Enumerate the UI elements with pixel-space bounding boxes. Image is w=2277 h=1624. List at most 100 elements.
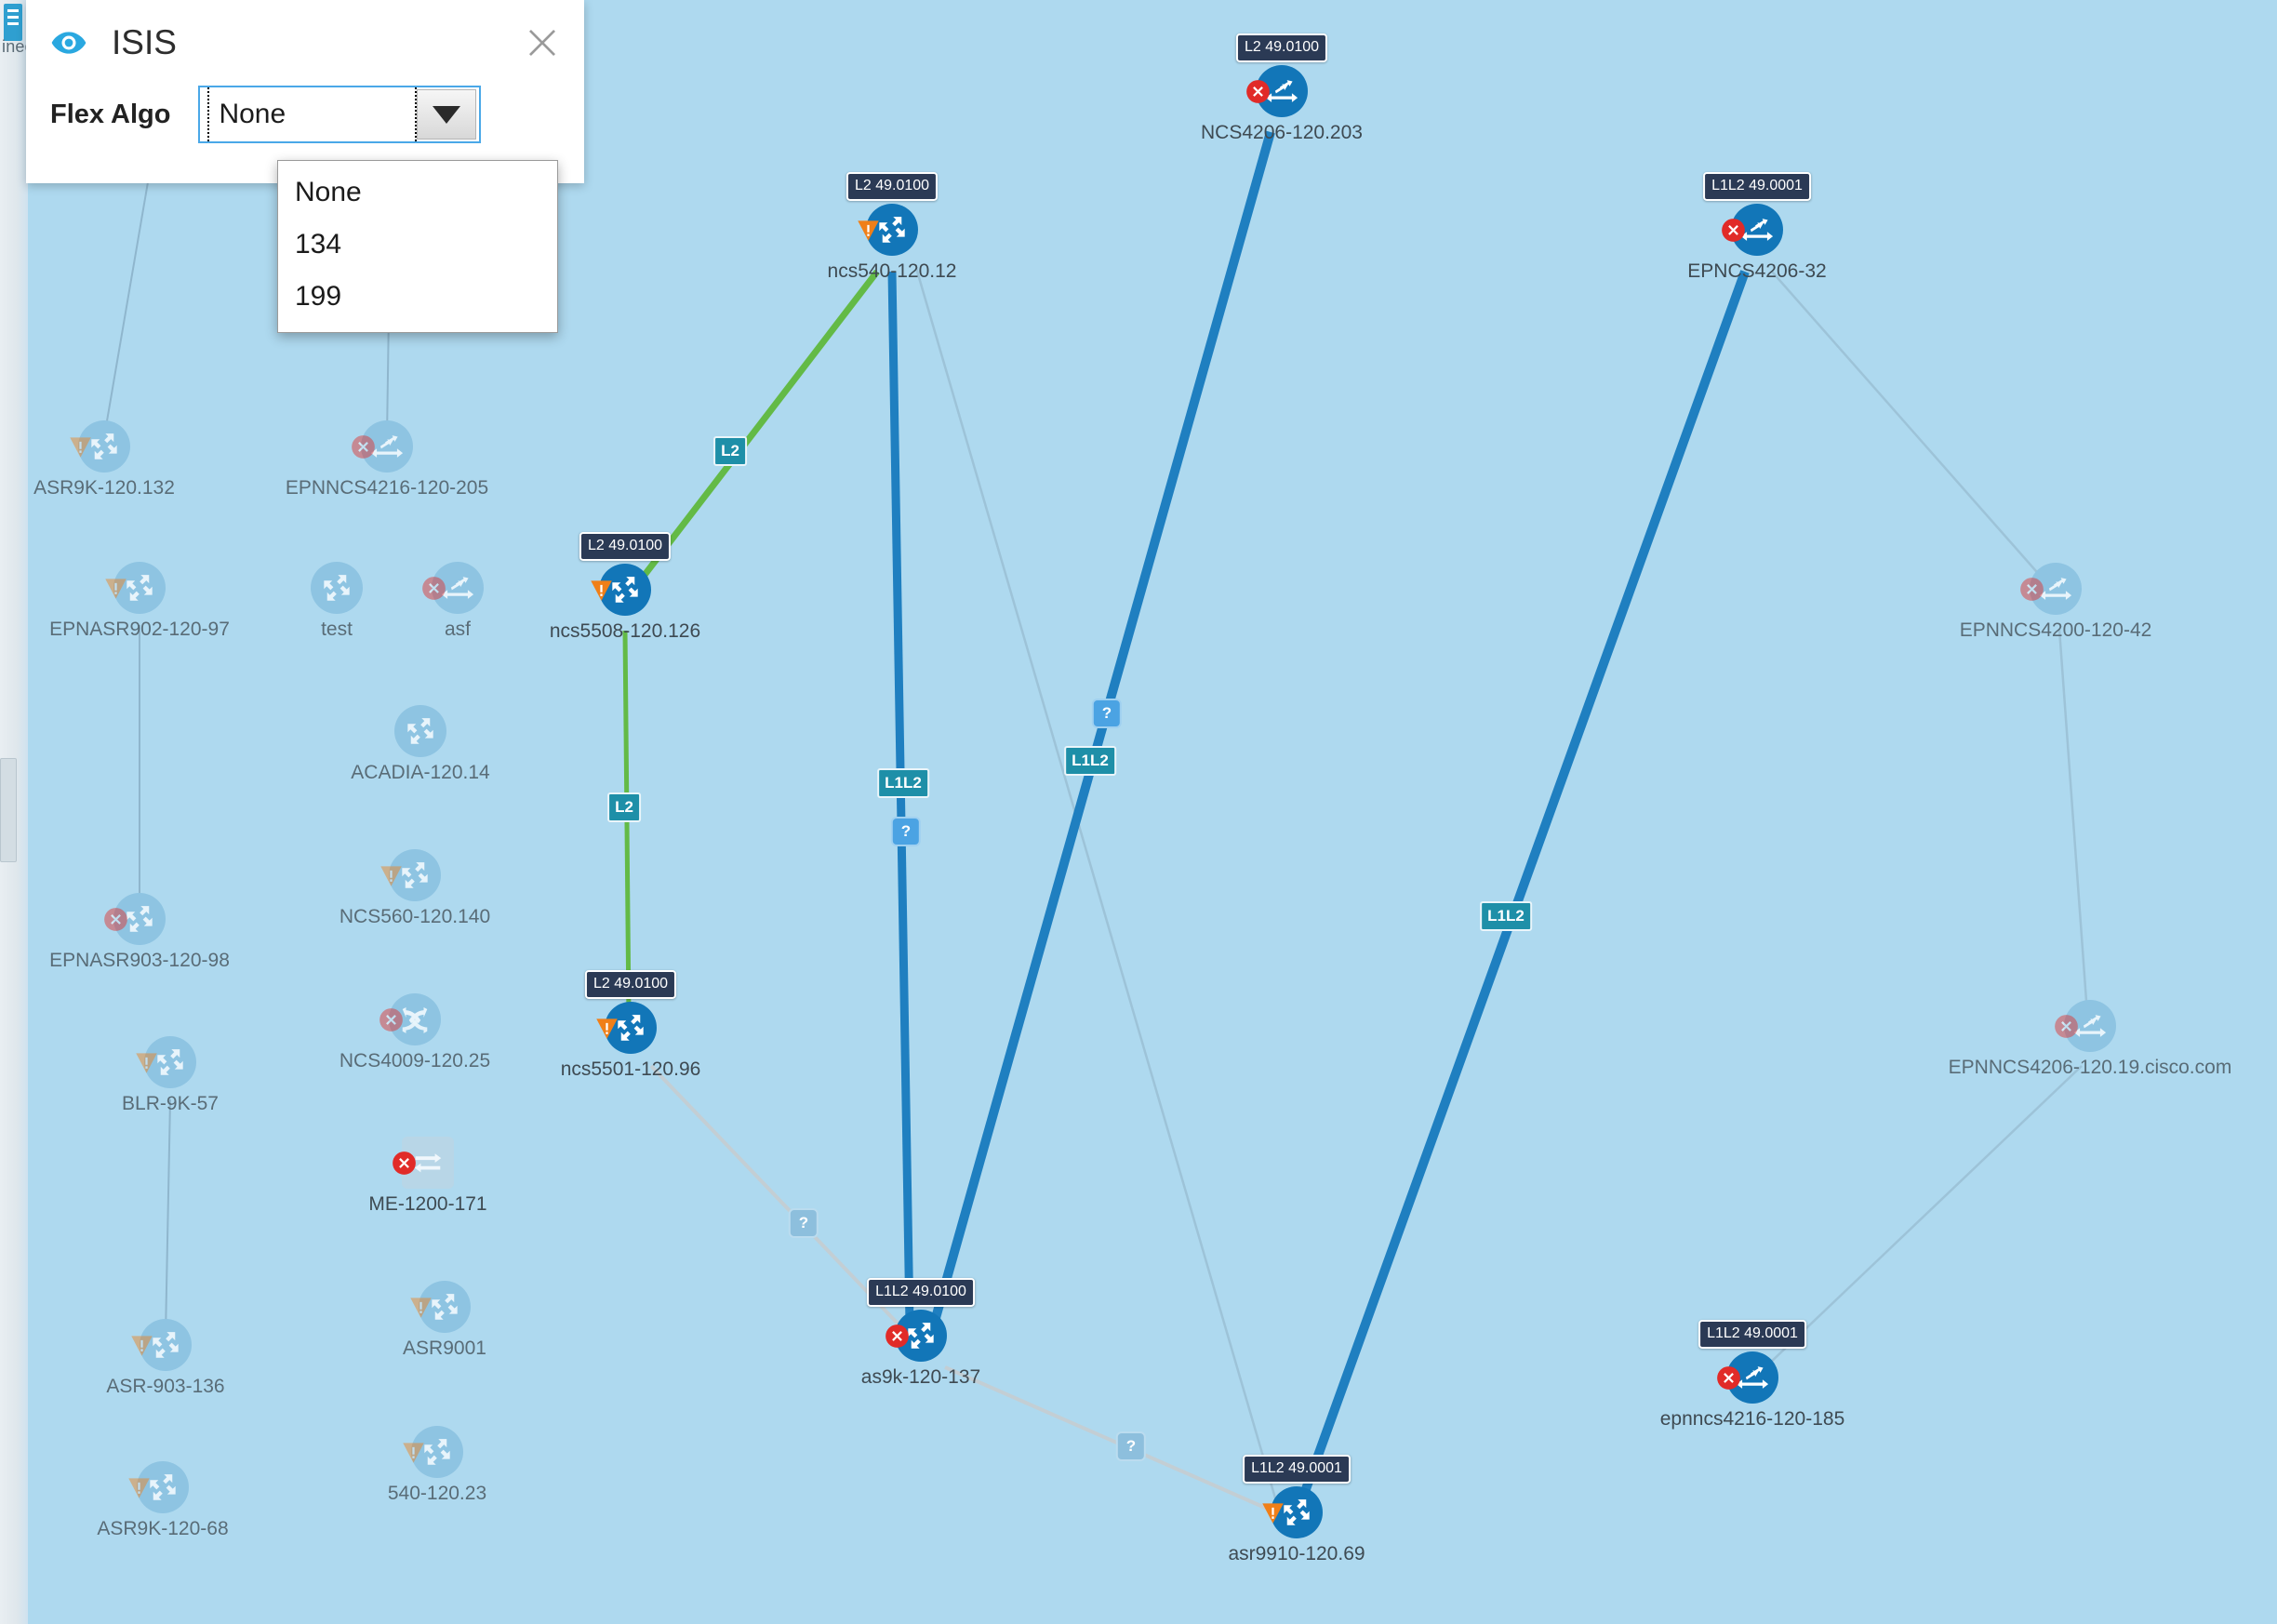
link-asr9k132-panel bbox=[103, 176, 150, 438]
node-glyph[interactable]: L1L2 49.0100 bbox=[867, 1277, 975, 1362]
topology-node-epnncs4216-120-205[interactable]: EPNNCS4216-120-205 bbox=[286, 419, 488, 499]
node-glyph[interactable] bbox=[380, 848, 441, 901]
topology-node-asr9k-120-132[interactable]: ASR9K-120.132 bbox=[25, 419, 183, 499]
topology-node-ncs4009-120-25[interactable]: NCS4009-120.25 bbox=[336, 992, 494, 1072]
node-glyph[interactable] bbox=[403, 1425, 463, 1478]
node-glyph[interactable] bbox=[136, 1035, 196, 1088]
node-glyph[interactable]: L1L2 49.0001 bbox=[1243, 1454, 1351, 1538]
node-glyph[interactable] bbox=[311, 561, 363, 614]
topology-node-asf[interactable]: asf bbox=[379, 561, 537, 640]
page-title: ISIS bbox=[112, 23, 177, 61]
topology-node-acadia-120-14[interactable]: ACADIA-120.14 bbox=[341, 704, 499, 783]
topology-node-asr9001[interactable]: ASR9001 bbox=[366, 1280, 524, 1359]
topology-node-asr9k-120-68[interactable]: ASR9K-120-68 bbox=[84, 1460, 242, 1539]
node-glyph[interactable] bbox=[131, 1318, 192, 1371]
topology-node-asr-903-136[interactable]: ASR-903-136 bbox=[87, 1318, 245, 1397]
isis-panel-header: ISIS bbox=[26, 0, 584, 86]
link-ncs5501-as9k bbox=[649, 1064, 902, 1328]
node-label: EPNNCS4216-120-205 bbox=[285, 476, 489, 499]
node-label: ME-1200-171 bbox=[368, 1192, 487, 1215]
node-glyph[interactable] bbox=[104, 892, 166, 945]
flex-algo-dropdown-list[interactable]: None 134 199 bbox=[277, 160, 558, 333]
node-glyph[interactable] bbox=[2055, 999, 2116, 1052]
node-system-id-badge: L2 49.0100 bbox=[846, 171, 939, 201]
node-glyph[interactable]: L2 49.0100 bbox=[584, 969, 677, 1054]
error-badge-icon bbox=[2054, 1014, 2079, 1039]
node-glyph[interactable] bbox=[105, 561, 166, 614]
topology-node-test[interactable]: test bbox=[258, 561, 416, 640]
warning-badge-icon bbox=[408, 1295, 433, 1320]
node-label: ASR-903-136 bbox=[106, 1375, 225, 1397]
flex-algo-option-134[interactable]: 134 bbox=[295, 229, 342, 260]
link-group-green bbox=[622, 269, 880, 1017]
topology-node-epnncs4206-120-19[interactable]: EPNNCS4206-120.19.cisco.com bbox=[1949, 999, 2231, 1078]
vertical-scrollbar-thumb[interactable] bbox=[0, 758, 17, 862]
isis-panel[interactable]: ISIS Flex Algo None bbox=[26, 0, 584, 183]
link-chip-chip-q-left[interactable]: ? bbox=[788, 1208, 819, 1238]
link-chip-chip-l2-lower[interactable]: L2 bbox=[607, 792, 641, 822]
switch-icon bbox=[2030, 562, 2082, 615]
router-icon bbox=[113, 892, 166, 945]
node-glyph[interactable] bbox=[352, 419, 413, 473]
node-glyph[interactable]: L2 49.0100 bbox=[846, 171, 939, 256]
node-glyph[interactable]: L2 49.0100 bbox=[1235, 33, 1328, 117]
node-glyph[interactable] bbox=[380, 992, 441, 1045]
link-ncs540-ncs5508 bbox=[639, 269, 880, 581]
topology-node-asr9910-120-69[interactable]: L1L2 49.0001 asr9910-120.69 bbox=[1218, 1454, 1376, 1564]
node-glyph[interactable] bbox=[394, 704, 446, 757]
link-chip-chip-l1l2-far[interactable]: L1L2 bbox=[1480, 901, 1532, 931]
node-glyph[interactable]: L1L2 49.0001 bbox=[1698, 1319, 1806, 1404]
error-badge-icon bbox=[1721, 218, 1746, 243]
error-badge-icon bbox=[885, 1324, 910, 1349]
topology-node-epnncs4200-120-42[interactable]: EPNNCS4200-120-42 bbox=[1960, 562, 2151, 641]
node-glyph[interactable] bbox=[393, 1136, 454, 1189]
topology-node-epnasr902-120-97[interactable]: EPNASR902-120-97 bbox=[49, 561, 230, 640]
node-label: asf bbox=[444, 618, 471, 640]
node-label: ASR9001 bbox=[403, 1337, 486, 1359]
link-chip-chip-q-bottom[interactable]: ? bbox=[1115, 1431, 1147, 1461]
link-chip-chip-l2-upper[interactable]: L2 bbox=[713, 436, 747, 466]
topology-node-ncs560-120-140[interactable]: NCS560-120.140 bbox=[336, 848, 494, 927]
topology-node-me-1200-171[interactable]: ME-1200-171 bbox=[349, 1136, 507, 1215]
node-label: EPNNCS4200-120-42 bbox=[1959, 619, 2152, 641]
link-chip-chip-q-top[interactable]: ? bbox=[1091, 699, 1123, 728]
eye-icon[interactable] bbox=[50, 24, 87, 61]
error-badge-icon bbox=[103, 907, 128, 932]
node-label: ASR9K-120-68 bbox=[97, 1517, 229, 1539]
node-glyph[interactable] bbox=[410, 1280, 471, 1333]
link-epncs4206-32-4200 bbox=[1771, 271, 2044, 579]
link-chip-chip-q-mid[interactable]: ? bbox=[890, 817, 922, 846]
node-glyph[interactable] bbox=[422, 561, 484, 614]
topology-node-540-120-23[interactable]: 540-120.23 bbox=[358, 1425, 516, 1504]
node-glyph[interactable] bbox=[70, 419, 130, 473]
link-chip-chip-l1l2-mid[interactable]: L1L2 bbox=[877, 768, 929, 798]
node-glyph[interactable]: L1L2 49.0001 bbox=[1703, 171, 1811, 256]
chevron-down-icon[interactable] bbox=[417, 89, 477, 140]
error-badge-icon bbox=[1245, 79, 1271, 104]
node-label: 540-120.23 bbox=[387, 1482, 487, 1504]
node-glyph[interactable] bbox=[128, 1460, 189, 1513]
link-ncs5508-ncs5501 bbox=[622, 630, 632, 1017]
node-label: EPNASR903-120-98 bbox=[49, 949, 230, 971]
flex-algo-option-none[interactable]: None bbox=[295, 177, 362, 207]
warning-badge-icon bbox=[103, 576, 128, 601]
flex-algo-label: Flex Algo bbox=[50, 99, 171, 129]
flex-algo-select[interactable]: None bbox=[198, 86, 482, 143]
topology-node-blr-9k-57[interactable]: BLR-9K-57 bbox=[91, 1035, 249, 1114]
topology-node-epnasr903-120-98[interactable]: EPNASR903-120-98 bbox=[49, 892, 230, 971]
node-glyph[interactable] bbox=[2020, 562, 2082, 615]
node-label: asr9910-120.69 bbox=[1228, 1542, 1365, 1564]
node-glyph[interactable]: L2 49.0100 bbox=[579, 531, 672, 616]
close-icon[interactable] bbox=[521, 21, 564, 64]
app-menu-icon[interactable] bbox=[4, 4, 22, 41]
flex-algo-option-199[interactable]: 199 bbox=[295, 281, 342, 312]
link-chip-chip-l1l2-right[interactable]: L1L2 bbox=[1064, 746, 1116, 776]
